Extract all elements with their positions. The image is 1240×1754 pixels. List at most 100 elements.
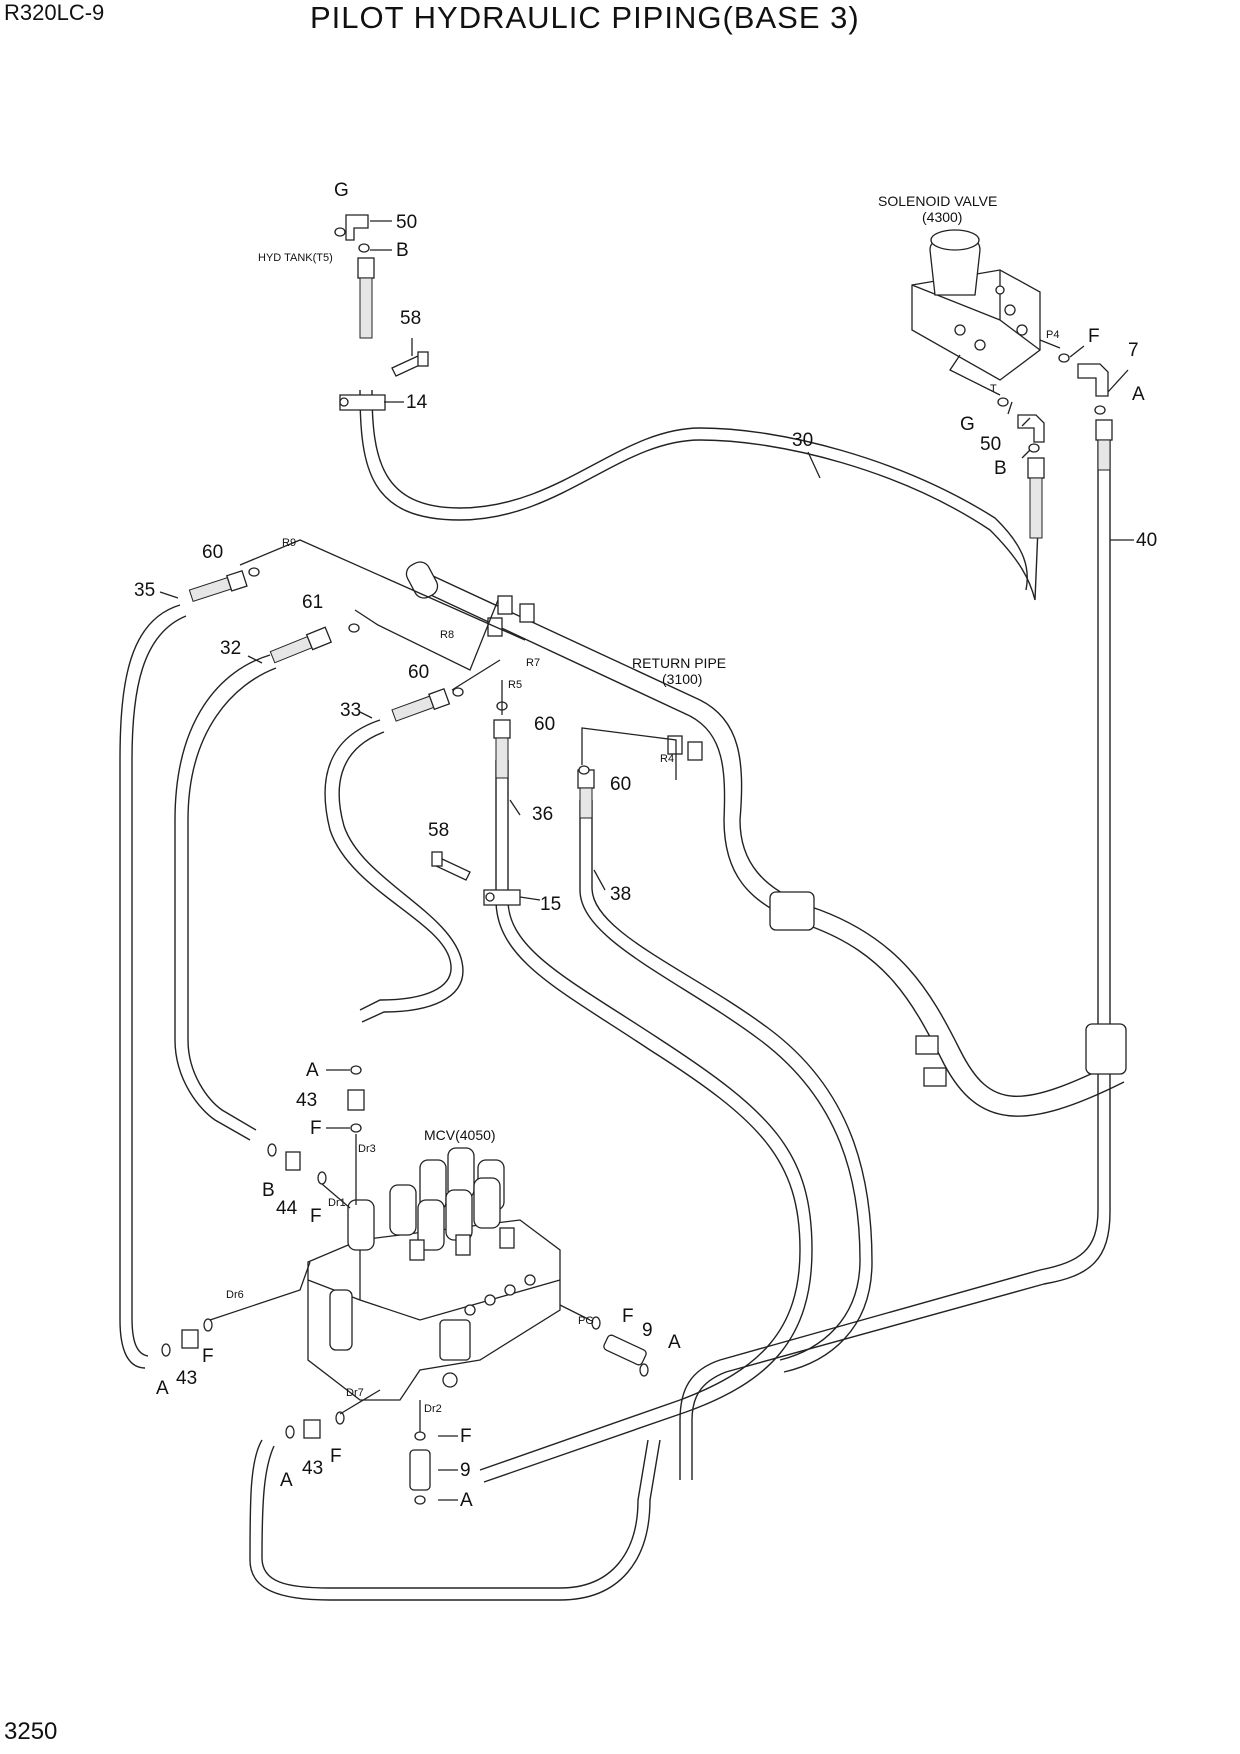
letter-a-mcv-left: A (156, 1378, 169, 1399)
callout-36: 36 (532, 804, 553, 825)
hose-30-outline (371, 389, 1028, 591)
callout-58-lower: 58 (428, 820, 449, 841)
hose-end-33 (391, 688, 451, 722)
hose-end-36 (493, 719, 511, 779)
callout-58-upper: 58 (400, 308, 421, 329)
callout-9-bottom: 9 (460, 1460, 471, 1481)
hyd-tank-label: HYD TANK(T5) (258, 252, 333, 264)
hose-end-38 (577, 769, 595, 819)
port-r5: R5 (508, 679, 522, 691)
port-r4: R4 (660, 753, 674, 765)
elbow-50-tank (345, 214, 369, 241)
callout-60-a: 60 (202, 542, 223, 563)
callout-50-tank: 50 (396, 212, 417, 233)
solenoid-leader-t (949, 354, 1001, 396)
return-pipe-cap (405, 561, 439, 599)
callout-60-c: 60 (534, 714, 555, 735)
elbow-7 (1077, 363, 1109, 397)
port-dr2: Dr2 (424, 1403, 442, 1415)
callout-7: 7 (1128, 340, 1139, 361)
letter-f-mcv-bottom: F (460, 1426, 472, 1447)
callout-33: 33 (340, 700, 361, 721)
port-leaders (209, 539, 677, 1432)
solenoid-valve-label: SOLENOID VALVE (878, 193, 997, 209)
hose-33 (324, 719, 452, 1011)
clamp-15 (483, 889, 521, 906)
letter-b-tank: B (396, 240, 409, 261)
letter-f-mcv-left2: F (202, 1346, 214, 1367)
callout-32: 32 (220, 638, 241, 659)
bolt-58-upper (391, 351, 429, 377)
return-pipe-label: RETURN PIPE (632, 655, 726, 671)
solenoid-valve-ref: (4300) (922, 209, 962, 225)
callout-43-lower: 43 (302, 1458, 323, 1479)
plugs (181, 1089, 365, 1439)
port-dr6: Dr6 (226, 1289, 244, 1301)
callout-60-b: 60 (408, 662, 429, 683)
lower-hose-outline (261, 1439, 649, 1589)
hose-32 (174, 654, 271, 1141)
hose-38-outline (591, 800, 873, 1373)
hose-30 (359, 389, 1041, 601)
letter-f-mcv-top: F (310, 1118, 322, 1139)
callout-14: 14 (406, 392, 428, 413)
letter-f-mcv-lower: F (330, 1446, 342, 1467)
solenoid-leader-p4 (1039, 339, 1061, 349)
letter-f-mcv-right: F (622, 1306, 634, 1327)
letter-f-mcv-left: F (310, 1206, 322, 1227)
port-r7: R7 (526, 657, 540, 669)
callout-15: 15 (540, 894, 561, 915)
lower-hose (249, 1439, 661, 1601)
return-pipe (419, 569, 1121, 1098)
model-code: R320LC-9 (4, 0, 105, 25)
port-r8: R8 (440, 629, 454, 641)
letter-g-tank: G (334, 180, 349, 201)
port-dr3: Dr3 (358, 1143, 376, 1155)
return-pipe-outline (419, 589, 1125, 1117)
callout-38: 38 (610, 884, 631, 905)
callout-44: 44 (276, 1198, 298, 1219)
callout-50-solenoid: 50 (980, 434, 1001, 455)
letter-g-solenoid: G (960, 414, 975, 435)
callout-61: 61 (302, 592, 323, 613)
page-number: 3250 (4, 1718, 58, 1745)
hose-end-solenoid-b (1027, 457, 1045, 539)
letter-a-mcv-bottom: A (460, 1490, 473, 1511)
check-valve-9-right (603, 1334, 647, 1366)
mcv-label: MCV(4050) (424, 1127, 496, 1143)
hose-36 (479, 760, 801, 1471)
hose-36-outline (483, 760, 813, 1483)
hose-35 (119, 604, 181, 1369)
hose-end-32 (269, 626, 333, 664)
mcv-block (307, 1219, 561, 1401)
port-dr1: Dr1 (328, 1197, 346, 1209)
elbow-50-solenoid (1017, 414, 1045, 443)
hose-end-tank (357, 257, 375, 339)
solenoid-valve (911, 229, 1041, 381)
hose-32-outline (187, 667, 277, 1131)
o-rings (161, 227, 1106, 1505)
label-leaders (159, 220, 1134, 1501)
letter-b-mcv: B (262, 1180, 275, 1201)
hose-end-35 (188, 569, 248, 603)
letter-b-solenoid: B (994, 458, 1007, 479)
mcv-solenoids (347, 1147, 515, 1261)
letter-f-solenoid: F (1088, 326, 1100, 347)
letter-a-mcv-right: A (668, 1332, 681, 1353)
letter-a-mcv-lower: A (280, 1470, 293, 1491)
port-p4: P4 (1046, 329, 1059, 341)
page-title: PILOT HYDRAULIC PIPING(BASE 3) (310, 0, 860, 35)
callout-30: 30 (792, 430, 813, 451)
callout-43-left: 43 (176, 1368, 197, 1389)
hose-38 (579, 800, 861, 1361)
hose-40-outline (691, 440, 1111, 1480)
clamp-14 (339, 394, 386, 411)
hose-40 (679, 440, 1099, 1480)
bolt-58-lower (431, 851, 471, 881)
return-pipe-fittings (487, 595, 1127, 1087)
callout-43-top: 43 (296, 1090, 317, 1111)
port-pg: PG (578, 1315, 594, 1327)
callout-35: 35 (134, 580, 155, 601)
callout-9-right: 9 (642, 1320, 653, 1341)
